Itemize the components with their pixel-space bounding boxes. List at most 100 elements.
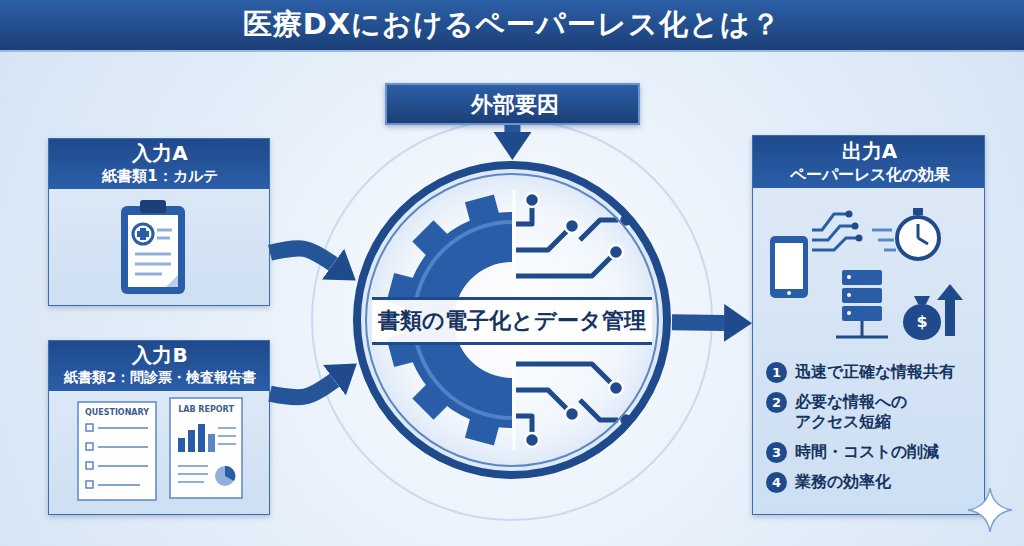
paper-fold: [166, 275, 178, 287]
halo-ring: [312, 120, 712, 520]
node-text: 業務の効率化: [795, 472, 975, 492]
node-text: ペーパーレス化の効果: [753, 165, 986, 185]
circuit-node: [525, 193, 539, 207]
node-heading: 書類の電子化とデータ管理: [372, 297, 652, 345]
paper-sheet: [170, 398, 242, 498]
text-line: [218, 443, 236, 445]
text-line: [157, 237, 170, 240]
circuit-trace: [516, 256, 612, 276]
text-line: [98, 427, 148, 429]
data-line: [812, 214, 846, 230]
paper-sheet: [78, 402, 156, 500]
tablet-icon: [770, 236, 808, 298]
node-text: 紙書類2：問診票・検査報告書: [49, 369, 271, 387]
check-rows: [86, 424, 148, 488]
circuit-trace: [516, 416, 532, 434]
data-dot: [852, 223, 859, 230]
gear-tooth: [412, 220, 450, 258]
text-line: [218, 435, 236, 437]
pie-chart: [215, 466, 235, 486]
circuit-trace: [580, 220, 620, 240]
medical-cross: [137, 228, 149, 240]
node-text: 迅速で正確な情報共有: [795, 362, 975, 382]
circuit-trace: [516, 230, 568, 250]
server-icon: [836, 270, 888, 337]
process-box: 出力Aペーパーレス化の効果迅速で正確な情報共有必要な情報への アクセス短縮時間・…: [752, 135, 985, 515]
chart-bar: [208, 434, 215, 452]
node-heading: 入力B: [49, 343, 271, 368]
factor-box: 外部要因: [385, 83, 640, 125]
chart-bar: [178, 438, 185, 452]
clipboard-board: [121, 206, 185, 294]
clipboard-paper: [128, 215, 178, 287]
glow-disc: [354, 162, 670, 478]
checkbox: [86, 481, 93, 488]
stopwatch-face: [897, 217, 939, 259]
lab-report-icon: [170, 398, 242, 498]
text-line: [98, 465, 148, 467]
text-line: [98, 484, 140, 486]
checkbox: [86, 443, 93, 450]
text-line: [135, 263, 171, 266]
circuit-trace: [516, 206, 532, 224]
process-circle: 書類の電子化とデータ管理: [352, 160, 672, 480]
circuit-node: [609, 381, 623, 395]
money-bag: [903, 304, 941, 340]
text-line: [178, 473, 208, 475]
circuit-node: [609, 245, 623, 259]
server-led: [847, 293, 851, 297]
circuit-trace: [516, 364, 612, 384]
checkbox: [86, 462, 93, 469]
chart-bar: [198, 424, 205, 452]
gear-tooth: [465, 194, 500, 225]
text-line: [98, 446, 148, 448]
node-heading: 外部要因: [387, 91, 642, 119]
circuit-node: [565, 407, 579, 421]
data-line: [812, 226, 852, 240]
node-text: 必要な情報への アクセス短縮: [795, 392, 975, 432]
text-line: [178, 465, 208, 467]
inner-ring: [366, 174, 658, 466]
stopwatch-button: [913, 208, 923, 215]
medical-badge: [133, 224, 153, 244]
server-led: [847, 311, 851, 315]
data-lines: [812, 214, 856, 250]
flow-arrow: [270, 248, 333, 264]
money-icon: [903, 284, 963, 340]
stopwatch-icon: [872, 208, 939, 259]
tablet-body: [770, 236, 808, 298]
clipboard-clip: [140, 200, 166, 213]
title-bar: 医療DXにおけるペーパーレス化とは？: [0, 0, 1024, 52]
circuit-node: [565, 219, 579, 233]
data-dots: [846, 211, 863, 242]
data-dot: [856, 235, 863, 242]
server-unit: [842, 288, 882, 303]
pie-slice: [225, 466, 235, 481]
text-line: [218, 427, 236, 429]
speed-line: [878, 239, 894, 242]
circuit-trace: [516, 390, 568, 410]
server-led: [847, 275, 851, 279]
gear-tooth: [412, 382, 450, 420]
text-line: [135, 253, 171, 256]
text-line: [135, 273, 162, 276]
checkbox: [86, 424, 93, 431]
flow-arrow: [504, 125, 520, 132]
circuit-node: [525, 433, 539, 447]
server-stand: [861, 321, 864, 336]
process-box: 入力A紙書類1：カルテ: [48, 138, 270, 306]
tablet-screen: [775, 243, 803, 289]
flow-arrow: [672, 314, 724, 331]
node-text: 紙書類1：カルテ: [49, 167, 271, 186]
chart-bar: [188, 430, 195, 452]
node-heading: 入力A: [49, 141, 271, 166]
node-heading: 出力A: [753, 139, 986, 164]
tablet-button: [787, 291, 791, 295]
title-text: 医療DXにおけるペーパーレス化とは？: [243, 5, 781, 45]
node-text: 時間・コストの削減: [795, 442, 975, 462]
data-line: [812, 238, 856, 250]
up-arrow: [937, 284, 963, 336]
gear-tooth: [465, 415, 500, 446]
